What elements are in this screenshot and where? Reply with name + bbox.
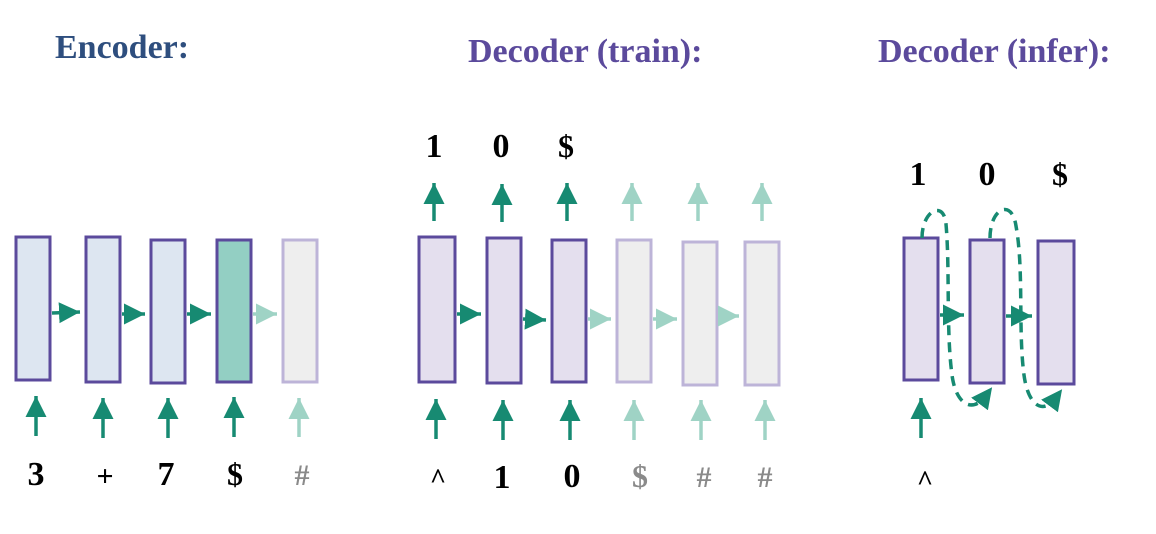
decoder-train-input-token-faded: # [758,461,773,494]
decoder-train-output-token: 1 [426,128,443,165]
decoder-train-input-token: ^ [430,464,446,495]
decoder-train-recurrent-arrow [522,308,547,330]
encoder-cell-4 [215,238,253,384]
decoder-infer-cell-2 [968,238,1006,385]
decoder-infer-output-token: 0 [979,156,996,193]
decoder-train-input-token-faded: # [697,461,712,494]
encoder-group: 3 + 7 $ # [14,235,319,493]
decoder-train-cell-2 [485,236,523,385]
encoder-recurrent-arrow [51,302,81,324]
decoder-train-input-token-faded: $ [632,458,648,494]
encoder-title: Encoder: [55,29,189,66]
encoder-cell-5 [281,238,319,384]
decoder-train-group: 1 0 $ ^ 1 0 $ # # [417,128,781,496]
decoder-infer-cell-1 [902,236,940,382]
decoder-train-input-token: 0 [564,458,581,495]
decoder-infer-output-token: 1 [910,156,927,193]
encoder-input-token: $ [227,456,243,492]
decoder-infer-group: 1 0 $ ^ [902,156,1076,497]
encoder-input-token: 3 [28,456,45,493]
decoder-infer-title: Decoder (infer): [878,33,1111,70]
decoder-train-cell-3 [550,238,588,384]
decoder-train-input-token: 1 [494,459,511,496]
encoder-input-token-faded: # [295,459,310,492]
decoder-train-title: Decoder (train): [468,33,702,70]
encoder-cell-3 [149,238,187,385]
decoder-train-cell-4 [615,238,653,384]
encoder-input-token: 7 [158,456,175,493]
encoder-cell-2 [84,235,122,384]
decoder-train-output-token: $ [558,128,574,164]
decoder-train-cell-5 [681,240,719,387]
encoder-cell-1 [14,235,52,382]
decoder-train-cell-1 [417,235,457,384]
decoder-train-cell-6 [743,240,781,387]
decoder-infer-cell-3 [1036,239,1076,386]
decoder-train-output-token: 0 [493,128,510,165]
encoder-input-token: + [96,460,113,493]
decoder-infer-input-token: ^ [917,466,933,497]
decoder-infer-output-token: $ [1052,156,1068,192]
